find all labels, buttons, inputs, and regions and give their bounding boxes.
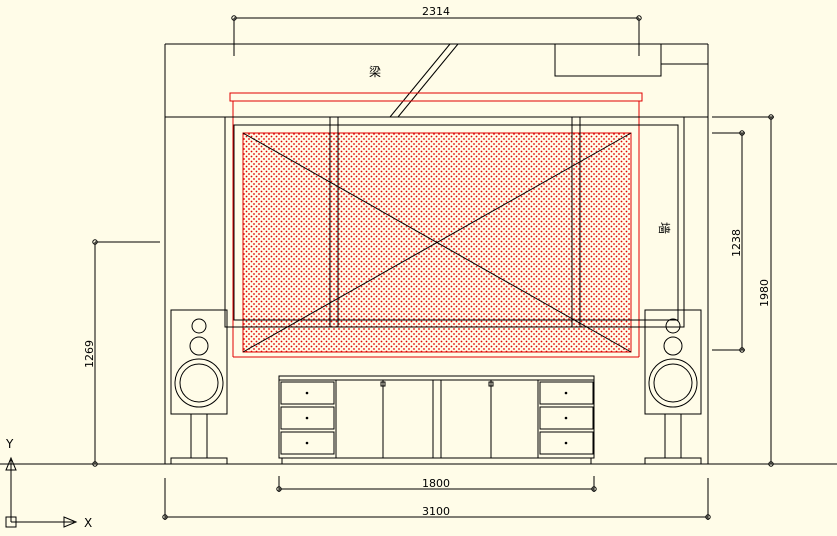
dim-left-height-text: 1269	[83, 340, 96, 368]
dim-screen-height-text: 1238	[730, 229, 743, 257]
x-axis-label: X	[84, 516, 92, 530]
screen-inner-frame	[233, 124, 679, 321]
y-axis-label: Y	[5, 437, 14, 451]
curtain-box	[229, 92, 643, 102]
dim-total-height-text: 1980	[758, 279, 771, 307]
left-speaker	[170, 309, 228, 465]
dim-total-height: 1980	[712, 114, 774, 467]
wall-label: 墙	[657, 222, 671, 234]
beam-box	[554, 43, 662, 77]
dim-top-width-text: 2314	[422, 5, 450, 18]
right-speaker	[644, 309, 702, 465]
dim-total-width: 3100	[162, 478, 711, 520]
ucs-axis-icon: Y X	[5, 437, 92, 530]
dim-left-height: 1269	[83, 239, 160, 467]
screen-outer-frame	[224, 116, 685, 328]
beam-break-lines	[389, 43, 459, 118]
screen-posts	[329, 117, 581, 327]
dim-screen-height: 1238	[712, 130, 745, 353]
dim-cabinet-width-text: 1800	[422, 477, 450, 490]
tv-cabinet	[278, 375, 595, 464]
beam-label: 梁	[369, 64, 381, 79]
dim-cabinet-width: 1800	[276, 476, 597, 492]
screen-cross	[242, 132, 632, 353]
dim-top-width: 2314	[231, 5, 642, 56]
dim-total-width-text: 3100	[422, 505, 450, 518]
